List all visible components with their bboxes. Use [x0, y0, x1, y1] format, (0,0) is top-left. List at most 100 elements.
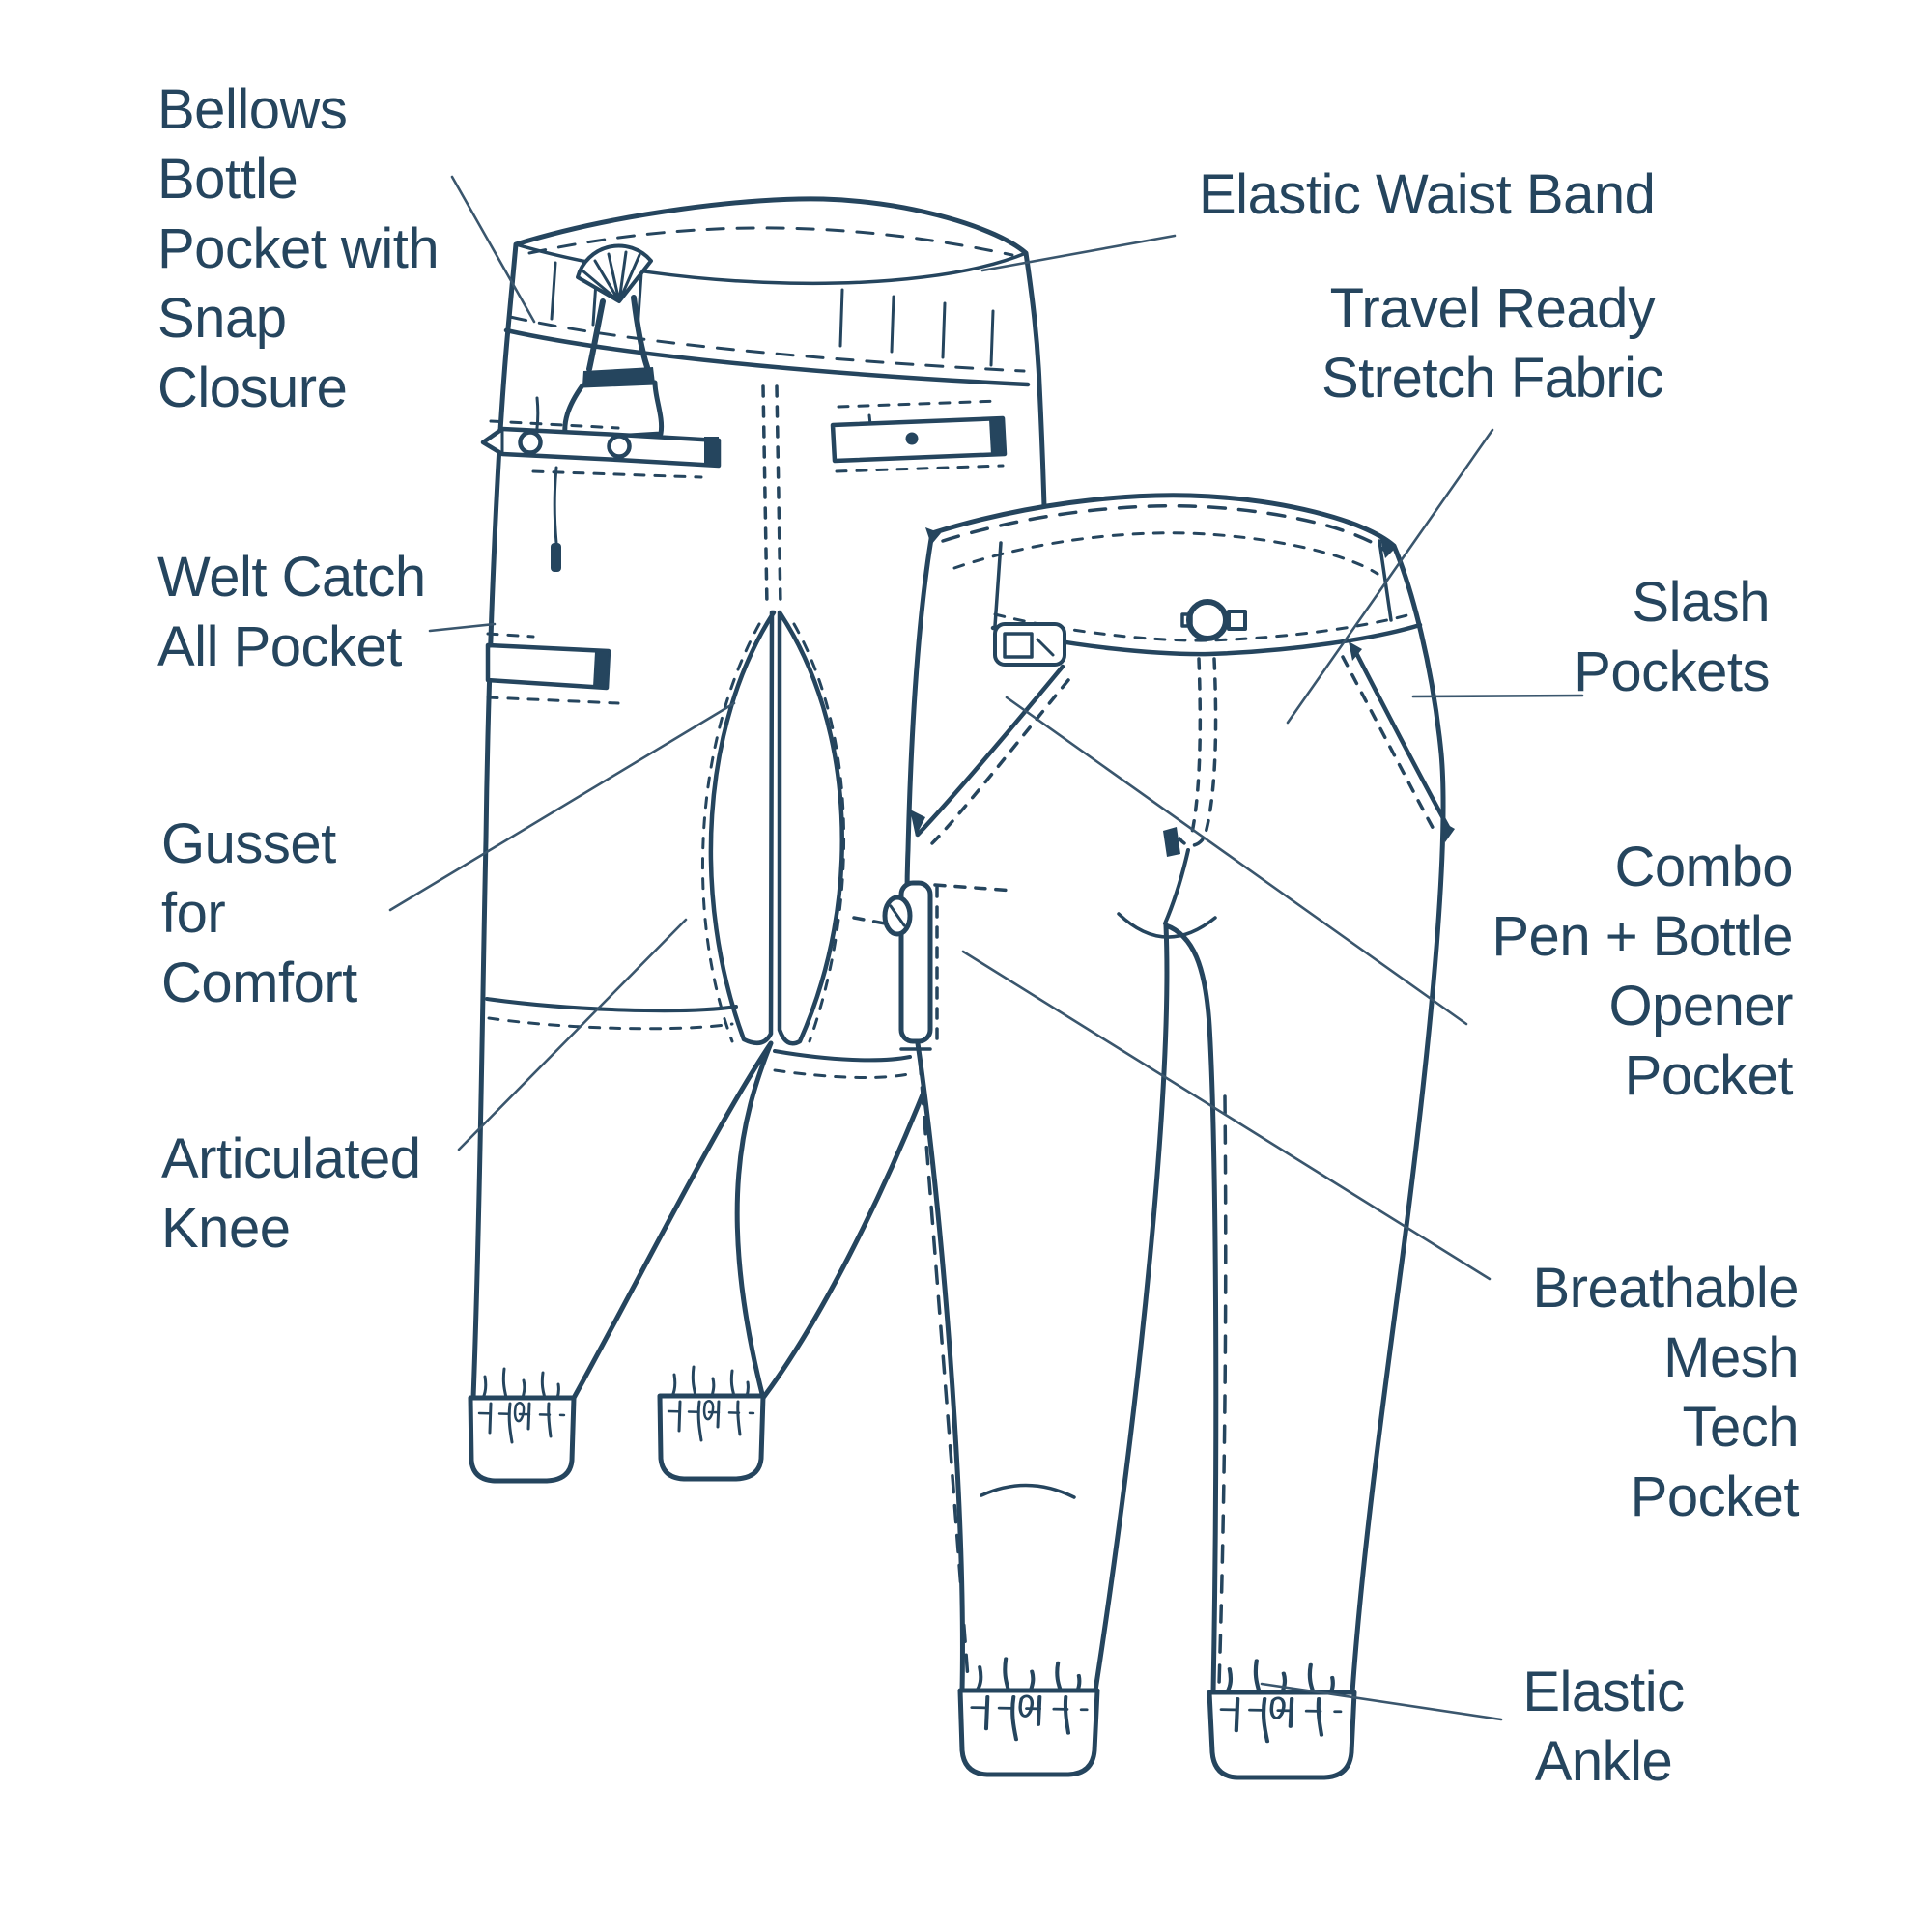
gusset-stitch-right: [792, 622, 845, 1043]
pen-bottle-opener-detail: [1003, 632, 1034, 659]
slash-pocket-right-stitch: [1341, 655, 1437, 835]
label-line: All Pocket: [157, 615, 402, 678]
slash-pocket-right: [1351, 646, 1452, 832]
label-line: Bellows: [157, 78, 348, 141]
label-line: Slash: [1632, 571, 1770, 634]
leader-travel-stretch-fabric: [1286, 428, 1494, 724]
waist-button: [1186, 599, 1229, 641]
front-waistband-seams: [993, 539, 1393, 628]
snap-strap-endcap: [704, 437, 719, 465]
front-pants-sketch: [852, 493, 1455, 1780]
label-line: for: [161, 882, 226, 945]
side-pocket-loop-detail: [889, 904, 906, 927]
back-waistband-bottom-edge: [503, 327, 1031, 387]
gusset-panel-left: [708, 610, 777, 1046]
snap-left: [518, 430, 543, 455]
knee-seam-right-stitch: [773, 1068, 910, 1079]
back-pocket-snap: [905, 432, 919, 445]
knee-seam-right: [773, 1049, 912, 1063]
label-line: Breathable: [1532, 1257, 1799, 1320]
bottle-sketch: [551, 243, 665, 572]
back-cuff-left: [468, 1395, 577, 1484]
leader-articulated-knee: [457, 918, 688, 1151]
waist-button-tab: [1227, 610, 1247, 631]
label-breathable-mesh-tech-pocket: Breathable Mesh Tech Pocket: [1532, 1254, 1799, 1532]
snap-strap-stitch: [489, 419, 703, 479]
front-waist-stitch-top: [941, 504, 1387, 553]
welt-pocket: [485, 642, 611, 691]
label-line: Ankle: [1534, 1730, 1673, 1793]
back-center-seam: [761, 384, 782, 609]
label-line: Pocket: [1624, 1044, 1794, 1107]
label-line: Pocket: [1630, 1465, 1800, 1528]
bottle-neck: [586, 295, 650, 372]
front-waistband-bottom-stitch: [993, 611, 1416, 642]
label-elastic-waist-band: Elastic Waist Band: [1199, 160, 1656, 230]
label-welt-catch-all-pocket: Welt Catch All Pocket: [157, 543, 426, 682]
waist-button-notch: [1180, 612, 1193, 628]
bottle-cap-spokes: [582, 250, 641, 303]
label-line: Opener: [1608, 975, 1794, 1037]
slash-pocket-left-tick: [910, 810, 925, 837]
label-gusset-for-comfort: Gusset for Comfort: [161, 810, 357, 1018]
label-line: Combo: [1614, 836, 1794, 898]
label-line: Elastic Waist Band: [1199, 163, 1656, 226]
label-line: Tech: [1682, 1396, 1799, 1459]
front-knee-arc: [980, 1483, 1076, 1499]
leader-elastic-waist-band: [980, 234, 1177, 272]
label-combo-pen-bottle-opener-pocket: Combo Pen + Bottle Opener Pocket: [1492, 833, 1793, 1111]
label-line: Closure: [157, 356, 348, 419]
side-pocket-stitch: [852, 883, 1016, 1041]
pen-bottle-opener-line: [1036, 638, 1055, 657]
label-line: Comfort: [161, 952, 357, 1014]
slash-pocket-left: [915, 664, 1065, 838]
label-travel-ready-stretch-fabric: Travel Ready Stretch Fabric: [1265, 274, 1719, 413]
welt-pocket-stitch: [486, 632, 620, 705]
leader-bellows-bottle-pocket: [450, 175, 536, 324]
welt-pocket-end: [593, 651, 609, 688]
front-pants-outline: [904, 493, 1446, 1695]
slash-pocket-left-stitch: [929, 678, 1070, 846]
label-articulated-knee: Articulated Knee: [161, 1124, 421, 1264]
front-cuff-right: [1207, 1690, 1357, 1780]
back-cuff-right: [657, 1393, 766, 1482]
drawcord-toggle: [551, 543, 561, 572]
gusset-panel-right: [777, 610, 844, 1046]
label-bellows-bottle-pocket: Bellows Bottle Pocket with Snap Closure: [157, 75, 440, 423]
right-leg-inseam-stitch: [1217, 1094, 1228, 1687]
label-line: Elastic: [1522, 1661, 1685, 1723]
back-pocket-stitch: [835, 399, 1005, 473]
back-pocket-endcap: [989, 418, 1005, 455]
fly-stitching: [1178, 657, 1218, 847]
leader-combo-pen-bottle-opener: [1005, 696, 1468, 1026]
label-line: Welt Catch: [157, 546, 426, 609]
leader-lines: [388, 175, 1584, 1721]
leader-elastic-ankle: [1260, 1682, 1503, 1721]
front-waist-stitch-inner: [952, 531, 1379, 576]
leader-welt-catch-all-pocket: [428, 622, 497, 633]
gusset-stitch-left: [700, 622, 761, 1043]
label-line: Stretch Fabric: [1321, 347, 1664, 410]
label-elastic-ankle: Elastic Ankle: [1488, 1658, 1719, 1797]
label-line: Mesh: [1663, 1326, 1799, 1389]
label-slash-pockets: Slash Pockets: [1574, 568, 1770, 707]
label-line: Snap: [157, 287, 287, 350]
snap-right: [607, 434, 632, 459]
leader-breathable-mesh-pocket: [961, 950, 1492, 1281]
label-line: Pockets: [1574, 640, 1770, 703]
label-line: Gusset: [161, 812, 336, 875]
back-waistband-stitch-top: [527, 226, 1014, 257]
back-waistband-stitch-bottom: [508, 315, 1026, 373]
front-rise-seam: [1163, 848, 1190, 925]
label-line: Articulated: [161, 1127, 421, 1190]
label-line: Pocket with: [157, 217, 440, 280]
crotch-curve: [1117, 912, 1217, 939]
left-leg-outseam-stitch: [918, 1056, 970, 1681]
front-cuff-left: [957, 1688, 1100, 1777]
label-line: Knee: [161, 1197, 291, 1260]
fly-bartack: [1163, 827, 1180, 857]
label-line: Travel Ready: [1329, 277, 1656, 340]
label-line: Bottle: [157, 148, 298, 211]
